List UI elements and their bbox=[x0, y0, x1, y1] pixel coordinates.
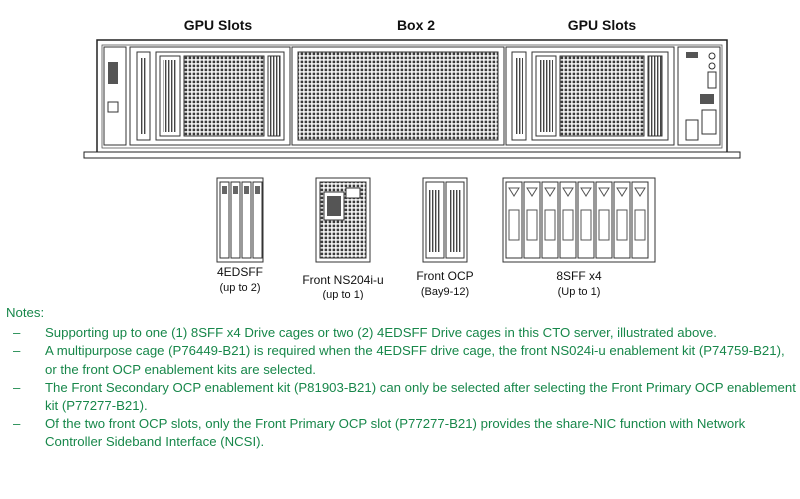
note-item: – The Front Secondary OCP enablement kit … bbox=[6, 379, 796, 415]
left-gpu-slots-label: GPU Slots bbox=[184, 17, 253, 33]
right-gpu-box bbox=[505, 46, 675, 146]
note-item: – Of the two front OCP slots, only the Fr… bbox=[6, 415, 796, 451]
cage-4edsff-qty: (up to 2) bbox=[220, 282, 261, 294]
cage-8sff-label: 8SFF x4 bbox=[556, 269, 602, 283]
notes-list: – Supporting up to one (1) 8SFF x4 Drive … bbox=[6, 324, 796, 451]
note-item: – Supporting up to one (1) 8SFF x4 Drive … bbox=[6, 324, 796, 342]
server-front-diagram: GPU Slots Box 2 GPU Slots bbox=[83, 17, 741, 300]
control-panel bbox=[677, 46, 721, 146]
note-item: – A multipurpose cage (P76449-B21) is req… bbox=[6, 342, 796, 378]
box2-center bbox=[291, 46, 505, 146]
cage-4edsff-illustration bbox=[216, 177, 264, 263]
cage-8sff-illustration bbox=[502, 177, 656, 263]
note-dash: – bbox=[13, 379, 21, 395]
cage-ns204i-illustration bbox=[315, 177, 371, 263]
right-gpu-slots-label: GPU Slots bbox=[568, 17, 637, 33]
note-text: A multipurpose cage (P76449-B21) is requ… bbox=[45, 343, 785, 377]
note-dash: – bbox=[13, 416, 21, 432]
notes-title: Notes: bbox=[6, 305, 45, 320]
cage-front-ocp-qty: (Bay9-12) bbox=[421, 286, 469, 298]
cage-front-ocp-label: Front OCP bbox=[416, 269, 473, 283]
cage-ns204i-qty: (up to 1) bbox=[323, 289, 364, 300]
note-dash: – bbox=[13, 343, 21, 359]
left-gpu-box bbox=[129, 46, 291, 146]
note-text: The Front Secondary OCP enablement kit (… bbox=[45, 379, 796, 414]
note-text: Supporting up to one (1) 8SFF x4 Drive c… bbox=[45, 325, 717, 341]
note-dash: – bbox=[13, 325, 21, 341]
server-chassis bbox=[83, 39, 741, 159]
notes-section: Notes: – Supporting up to one (1) 8SFF x4… bbox=[6, 304, 796, 452]
cage-ns204i-label: Front NS204i-u bbox=[302, 273, 383, 287]
cage-8sff-qty: (Up to 1) bbox=[558, 286, 601, 298]
cage-front-ocp-illustration bbox=[422, 177, 468, 263]
cage-4edsff-label: 4EDSFF bbox=[217, 265, 263, 279]
note-text: Of the two front OCP slots, only the Fro… bbox=[45, 416, 746, 450]
box2-label: Box 2 bbox=[397, 17, 435, 33]
